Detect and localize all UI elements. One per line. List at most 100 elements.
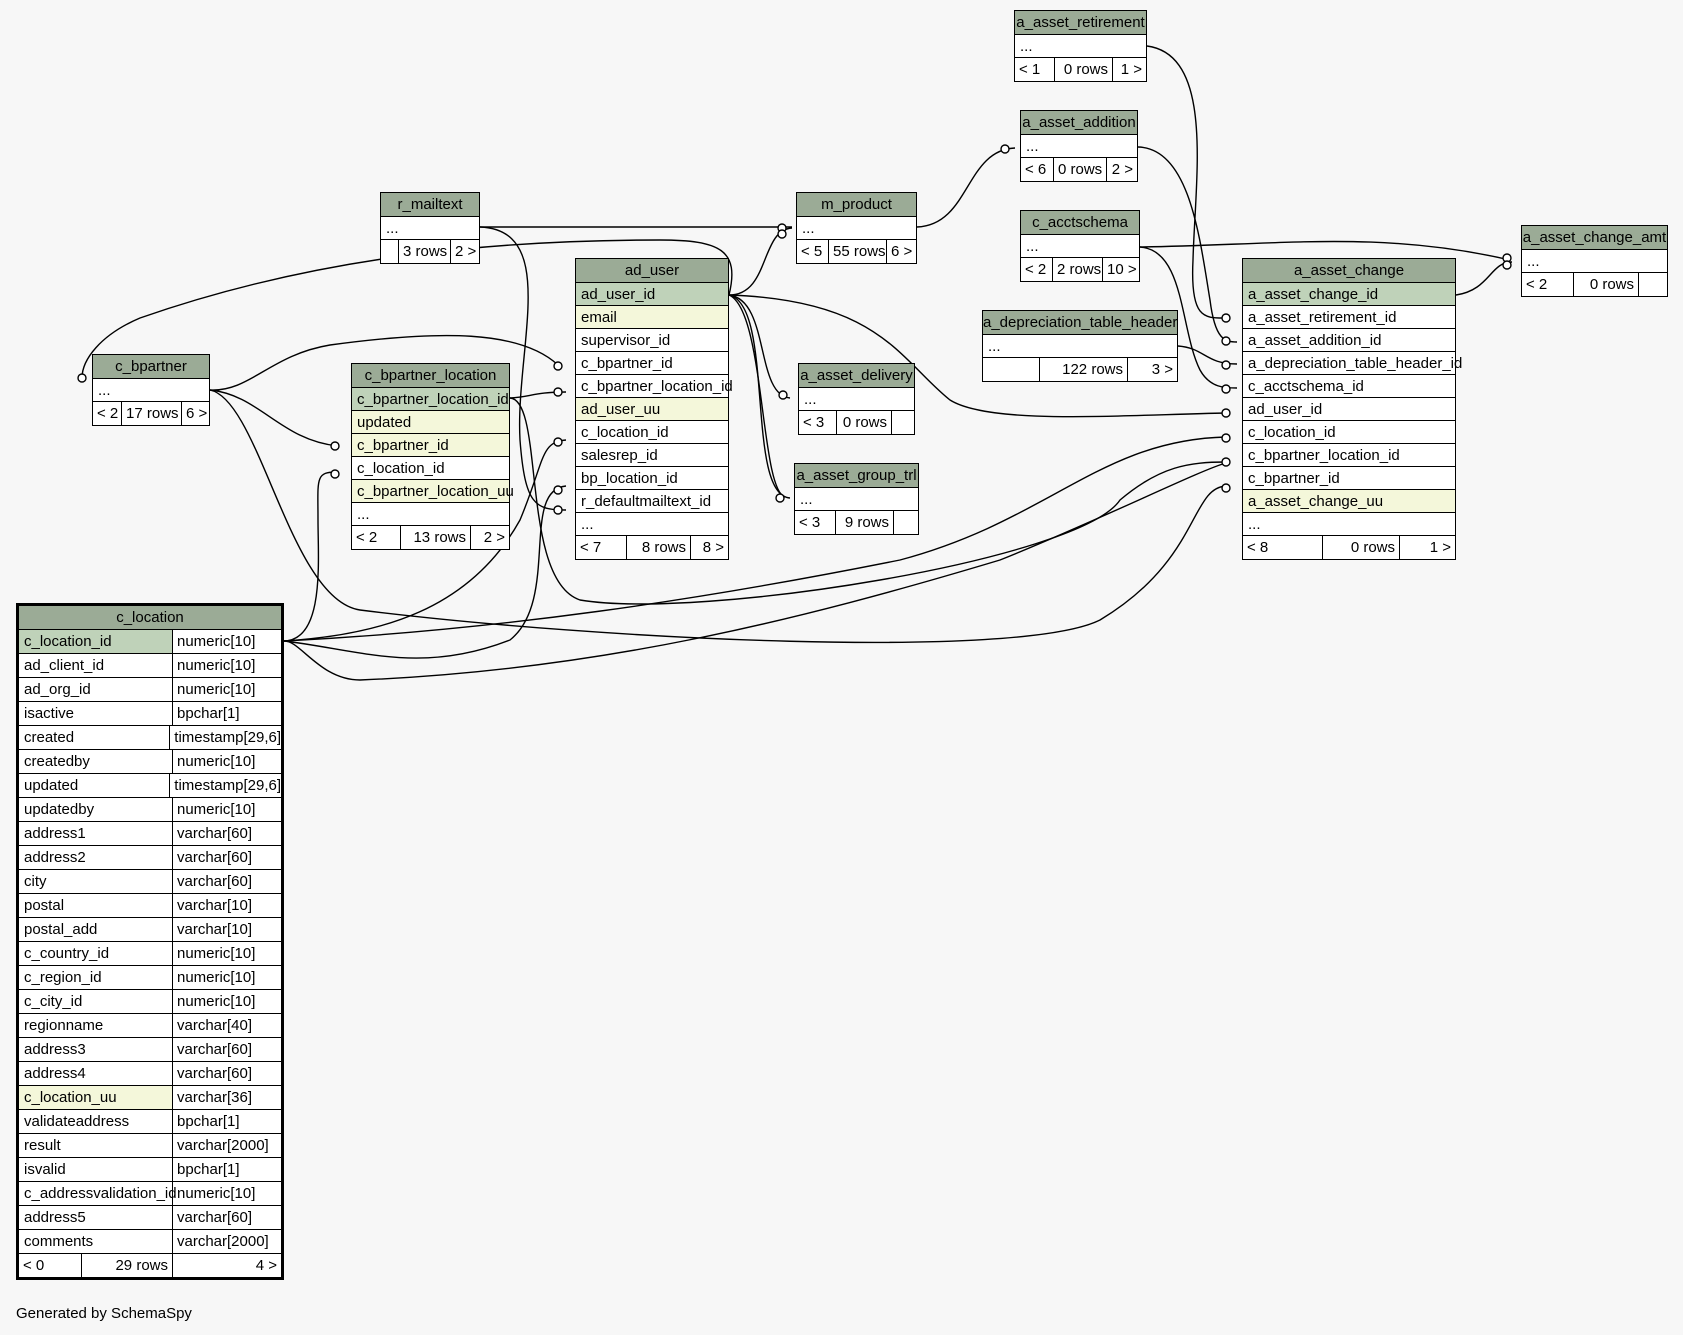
table-title[interactable]: a_asset_change — [1243, 259, 1455, 283]
table-title[interactable]: a_asset_retirement — [1015, 11, 1146, 35]
column-type: varchar[36] — [177, 1089, 253, 1106]
table-title[interactable]: a_asset_addition — [1021, 111, 1137, 135]
parents-link[interactable]: < 3 — [795, 511, 836, 534]
children-link[interactable]: 6 > — [891, 243, 913, 260]
parents-link[interactable] — [983, 358, 1040, 381]
column-name: c_location_uu — [19, 1086, 173, 1109]
table-title[interactable]: c_bpartner — [93, 355, 209, 379]
table-a-asset-addition[interactable]: a_asset_addition ... < 6 0 rows 2 > — [1020, 110, 1138, 182]
table-a-depreciation-table-header[interactable]: a_depreciation_table_header ... 122 rows… — [982, 310, 1178, 382]
table-a-asset-delivery[interactable]: a_asset_delivery ... < 3 0 rows — [798, 363, 915, 435]
table-ad-user[interactable]: ad_user ad_user_id email supervisor_id c… — [575, 258, 733, 560]
edge-bpartner-change — [209, 389, 1227, 644]
row-count: 0 rows — [1055, 58, 1113, 81]
parents-link[interactable]: < 3 — [799, 411, 837, 434]
parents-link[interactable] — [381, 240, 399, 263]
table-footer: < 2 17 rows 6 > — [93, 402, 209, 425]
children-link[interactable]: 10 > — [1107, 261, 1137, 278]
table-row: ad_user_id — [576, 283, 728, 306]
parents-link[interactable]: < 2 — [1021, 258, 1053, 281]
table-a-asset-change-amt[interactable]: a_asset_change_amt ... < 2 0 rows — [1521, 225, 1668, 297]
table-row: a_depreciation_table_header_id — [1243, 352, 1462, 375]
table-footer: 3 rows 2 > — [381, 240, 479, 263]
children-link[interactable]: 2 > — [455, 243, 477, 260]
table-row: ... — [381, 217, 479, 240]
table-title[interactable]: ad_user — [576, 259, 728, 283]
table-row: ... — [93, 379, 209, 402]
column-type: numeric[10] — [177, 753, 256, 770]
table-row: ... — [352, 503, 509, 526]
parents-link[interactable]: < 1 — [1015, 58, 1055, 81]
parents-link[interactable]: < 2 — [1522, 273, 1574, 296]
column-name: address5 — [19, 1206, 173, 1229]
column-type: varchar[60] — [177, 1209, 253, 1226]
edge-end-marker — [1221, 483, 1231, 493]
column-name: address4 — [19, 1062, 173, 1085]
children-link[interactable] — [894, 511, 918, 534]
column-name: updated — [19, 774, 171, 797]
table-title[interactable]: c_location — [19, 606, 281, 630]
children-link[interactable]: 6 > — [186, 405, 208, 422]
table-title[interactable]: c_bpartner_location — [352, 364, 509, 388]
column-type: numeric[10] — [177, 1185, 256, 1202]
children-link[interactable]: 4 > — [255, 1257, 277, 1274]
table-title[interactable]: a_asset_change_amt — [1522, 226, 1667, 250]
row-count: 0 rows — [1323, 536, 1400, 559]
table-c-bpartner[interactable]: c_bpartner ... < 2 17 rows 6 > — [92, 354, 210, 426]
table-title[interactable]: m_product — [797, 193, 916, 217]
edge-aduser-grouptrl-2 — [728, 294, 786, 498]
column-type: bpchar[1] — [177, 1161, 240, 1178]
table-r-mailtext[interactable]: r_mailtext ... 3 rows 2 > — [380, 192, 480, 264]
table-a-asset-change[interactable]: a_asset_change a_asset_change_id a_asset… — [1242, 258, 1462, 560]
edge-loc-aduser-locid — [283, 439, 567, 642]
column-name: postal_add — [19, 918, 173, 941]
parents-link[interactable]: < 2 — [93, 402, 122, 425]
table-c-bpartner-location[interactable]: c_bpartner_location c_bpartner_location_… — [351, 363, 514, 550]
table-title[interactable]: a_asset_delivery — [799, 364, 914, 388]
children-link[interactable] — [1639, 273, 1667, 296]
table-m-product[interactable]: m_product ... < 5 55 rows 6 > — [796, 192, 917, 264]
children-link[interactable]: 8 > — [702, 539, 724, 556]
table-title[interactable]: r_mailtext — [381, 193, 479, 217]
table-row: a_asset_addition_id — [1243, 329, 1455, 352]
row-count: 122 rows — [1040, 358, 1128, 381]
parents-link[interactable]: < 0 — [19, 1254, 82, 1277]
edge-bpartner-bploc — [209, 389, 339, 447]
table-c-acctschema[interactable]: c_acctschema ... < 2 2 rows 10 > — [1020, 210, 1140, 282]
column-name: c_addressvalidation_id — [19, 1182, 177, 1205]
table-row: r_defaultmailtext_id — [576, 490, 728, 513]
column-type: varchar[10] — [177, 921, 253, 938]
edge-end-marker — [778, 390, 788, 400]
children-link[interactable]: 3 > — [1151, 361, 1173, 378]
parents-link[interactable]: < 7 — [576, 536, 627, 559]
children-link[interactable]: 1 > — [1120, 61, 1142, 78]
parents-link[interactable]: < 6 — [1021, 158, 1054, 181]
edge-bploc-change — [509, 397, 1227, 605]
children-link[interactable]: 1 > — [1429, 539, 1451, 556]
column-type: bpchar[1] — [177, 1113, 240, 1130]
parents-link[interactable]: < 2 — [352, 526, 401, 549]
column-name: address2 — [19, 846, 173, 869]
table-row: ... — [983, 335, 1177, 358]
parents-link[interactable]: < 5 — [797, 240, 829, 263]
table-title[interactable]: a_asset_group_trl — [795, 464, 918, 488]
children-link[interactable]: 2 > — [1111, 161, 1133, 178]
parents-link[interactable]: < 8 — [1243, 536, 1323, 559]
children-link[interactable] — [892, 411, 914, 434]
table-a-asset-retirement[interactable]: a_asset_retirement ... < 1 0 rows 1 > — [1014, 10, 1147, 82]
table-title[interactable]: a_depreciation_table_header — [983, 311, 1177, 335]
edge-addition-change — [1137, 146, 1238, 343]
table-title[interactable]: c_acctschema — [1021, 211, 1139, 235]
table-a-asset-group-trl[interactable]: a_asset_group_trl ... < 3 9 rows — [794, 463, 919, 535]
row-count: 13 rows — [401, 526, 471, 549]
column-type: numeric[10] — [177, 993, 256, 1010]
children-link[interactable]: 2 > — [483, 529, 505, 546]
table-row: ... — [797, 217, 916, 240]
